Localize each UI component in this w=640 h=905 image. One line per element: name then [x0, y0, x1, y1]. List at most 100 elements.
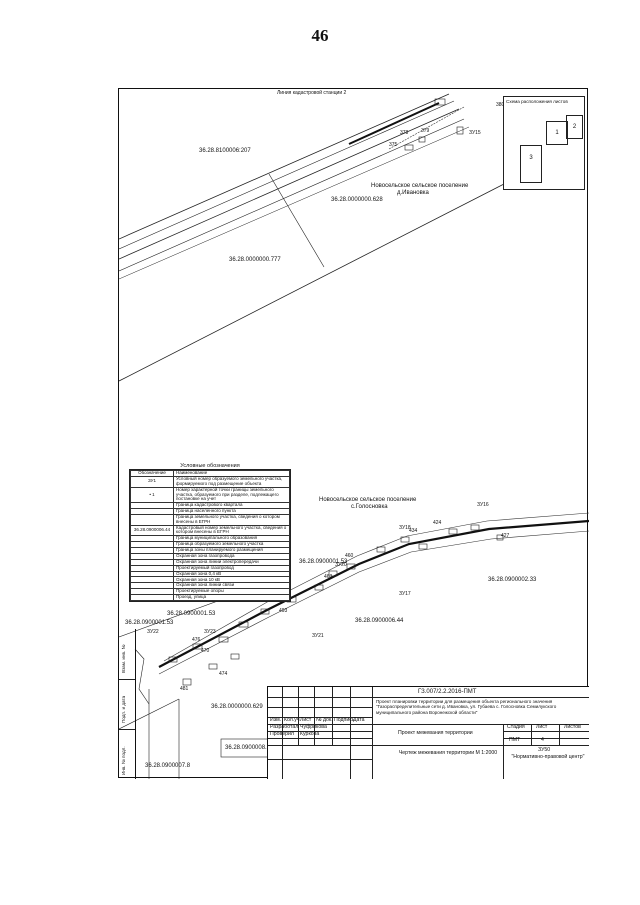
point-label: 434: [409, 528, 418, 534]
legend-text: Граница земельного участка, сведения о к…: [173, 513, 290, 526]
point-label: 460: [345, 553, 354, 559]
corridor-line: [119, 100, 455, 250]
point-label: 424: [433, 520, 442, 526]
corridor-line: [119, 93, 450, 240]
zone-label: ЗУ18: [399, 525, 411, 531]
point-label: 470: [201, 648, 210, 654]
sheet-layout-inset: Схема расположения листов 1 2 3: [503, 96, 585, 190]
stamp-drawing: Чертеж межевания территории М 1:2000: [398, 750, 498, 756]
point-label: 476: [192, 637, 201, 643]
parcel-label: 36.28.0900008.22: [225, 745, 274, 751]
inset-sheet-2: 2: [566, 115, 583, 139]
parcel-label: 36.28.0900001.53: [167, 611, 216, 617]
drawing-sheet: Линия кадастровой станции 2 36.28.810000…: [118, 88, 589, 779]
gas-route: [158, 519, 589, 668]
structure: [404, 144, 414, 151]
zone-label: ЗУ17: [399, 591, 411, 597]
stamp-hdr-izm: Изм.: [270, 717, 282, 723]
legend-text: Проезд, улица: [173, 594, 290, 601]
zone-label: ЗУ21: [312, 633, 324, 639]
stamp-stage: ПМТ: [509, 737, 521, 743]
stamp-code: ГЗ.007/2.2.2016-ПМТ: [418, 689, 477, 695]
page-number: 46: [311, 26, 329, 45]
stamp-role: Разработал: [270, 724, 299, 730]
legend-symbol: • 1: [130, 486, 174, 504]
parcel-label: 36.28.0000000.628: [331, 197, 383, 203]
structure: [456, 126, 464, 135]
side-strip: Взам. инв. № Подп. и дата Инв. № подл.: [119, 629, 136, 779]
gas-pipeline: [348, 102, 440, 145]
title-block: ГЗ.007/2.2.2016-ПМТ Проект планировки те…: [267, 686, 589, 779]
point-label: 427: [501, 533, 510, 539]
stamp-sheets-hdr: Листов: [564, 724, 581, 730]
parcel-label: 36.28.0000000.777: [229, 257, 281, 263]
inset-title: Схема расположения листов: [506, 99, 568, 104]
stamp-org-2: "Нормативно-правовой центр": [511, 754, 585, 760]
point-label: 493: [279, 608, 288, 614]
stamp-hdr-podp: Подпись: [334, 717, 355, 723]
settlement-label: Новосельское сельское поселение: [371, 183, 469, 189]
point-label: 481: [180, 686, 189, 692]
zone-label: ЗУ16: [477, 502, 489, 508]
stamp-name: Чуфрикова: [300, 724, 327, 730]
point-label: 380: [496, 102, 505, 108]
parcel-label: 36.28.0900001.53: [299, 559, 348, 565]
legend-text: Кадастровый номер земельного участка, св…: [173, 524, 290, 537]
inset-sheet-1: 1: [546, 121, 568, 145]
point-label: 463: [324, 574, 333, 580]
legend-text: Граница населенного пункта: [173, 508, 290, 515]
stamp-sheet-hdr: Лист: [536, 724, 548, 730]
gas-route-edge: [158, 530, 589, 675]
parcel-boundary: [268, 173, 325, 268]
inset-sheet-3: 3: [520, 145, 542, 183]
side-inv: Взам. инв. №: [121, 644, 126, 673]
legend-symbol: [130, 594, 174, 601]
side-sign: Подп. и дата: [121, 695, 126, 723]
legend-symbol: 36.28.0900006.44: [130, 524, 174, 537]
stamp-name: Куркова: [300, 731, 320, 737]
corridor-line: [119, 126, 470, 280]
parcel-boundary: [119, 183, 505, 382]
side-vzam: Инв. № подл.: [121, 746, 126, 775]
zone-label: ЗУ15: [469, 130, 481, 136]
zone-label: ЗУ23: [204, 629, 216, 635]
legend-text: Номер характерной точки границы земельно…: [173, 486, 290, 504]
legend-symbol: [130, 513, 174, 526]
map-canvas: [119, 93, 589, 779]
stamp-hdr-kol: Кол.уч: [284, 717, 300, 723]
route-structures: [168, 524, 504, 686]
structure: [434, 98, 446, 106]
point-label: 375: [389, 142, 398, 148]
legend: Условные обозначения Обозначение Наимено…: [129, 463, 291, 602]
gas-pipeline: [388, 106, 465, 150]
stamp-role: Проверил: [270, 731, 294, 737]
parcel-label: 36.28.0900002.33: [488, 577, 537, 583]
point-label: 379: [421, 128, 430, 134]
settlement-label: с.Голосновка: [351, 504, 388, 510]
corridor-line: [119, 108, 460, 260]
stamp-org-1: ЗУ50: [538, 747, 551, 753]
map-top-caption: Линия кадастровой станции 2: [277, 90, 347, 96]
parcel-boundary: [134, 648, 150, 705]
parcel-label: 36.28.0900007.8: [145, 763, 191, 769]
parcel-label: 36.28.0900006.44: [355, 618, 404, 624]
point-label: 474: [219, 671, 228, 677]
gas-route-edge: [163, 512, 589, 662]
structure: [418, 136, 426, 143]
stamp-hdr-date: Дата: [353, 717, 365, 723]
legend-text: Граница кадастрового квартала: [173, 502, 290, 510]
zone-label: ЗУ20: [335, 562, 347, 568]
stamp-section: Проект межевания территории: [398, 730, 473, 736]
legend-symbol: ЗУ1: [130, 475, 174, 488]
corridor-line: [119, 118, 465, 272]
legend-text: Условный номер образуемого земельного уч…: [173, 475, 290, 488]
stamp-sheet: 4: [541, 737, 544, 743]
settlement-label: Новосельское сельское поселение: [319, 497, 417, 503]
stamp-project-title: Проект планировки территории для размеще…: [376, 699, 557, 715]
parcel-label: 36.28.8100006:207: [199, 148, 251, 154]
stamp-hdr-list: Лист: [300, 717, 312, 723]
parcel-label: 36.28.0000000.629: [211, 704, 263, 710]
parcel-label: 36.28.0900001.53: [125, 620, 174, 626]
point-label: 378: [400, 130, 409, 136]
